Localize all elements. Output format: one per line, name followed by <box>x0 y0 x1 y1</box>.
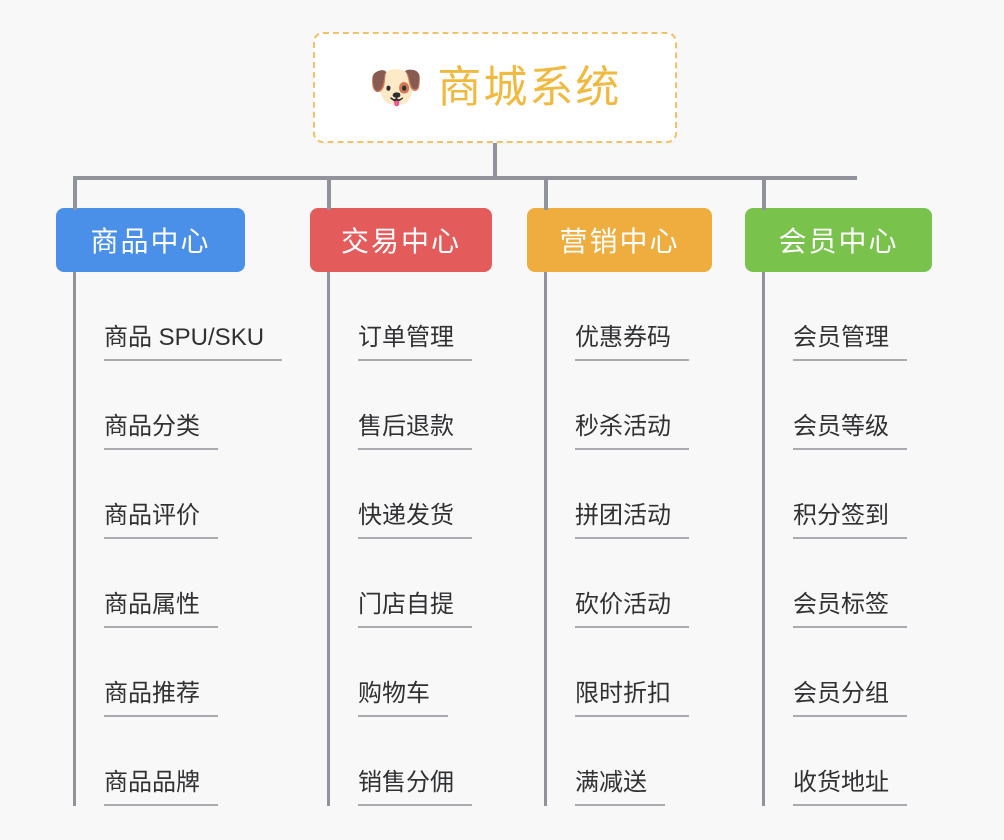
leaf-item[interactable]: 收货地址 <box>765 717 932 806</box>
leaf-item-label: 快递发货 <box>358 501 472 539</box>
branch-product-center: 商品中心商品 SPU/SKU 商品分类商品评价商品属性商品推荐商品品牌 <box>56 208 283 806</box>
leaf-item-label: 销售分佣 <box>358 768 472 806</box>
leaf-item[interactable]: 优惠券码 <box>547 272 712 361</box>
leaf-item[interactable]: 秒杀活动 <box>547 361 712 450</box>
leaf-item-label: 商品属性 <box>104 590 218 628</box>
leaf-item-label: 订单管理 <box>358 323 472 361</box>
leaf-item[interactable]: 商品评价 <box>76 450 245 539</box>
leaf-list-product-center: 商品 SPU/SKU 商品分类商品评价商品属性商品推荐商品品牌 <box>73 272 283 806</box>
leaf-item[interactable]: 商品推荐 <box>76 628 245 717</box>
leaf-item[interactable]: 商品 SPU/SKU <box>76 272 283 361</box>
leaf-item-label: 会员等级 <box>793 412 907 450</box>
leaf-item[interactable]: 拼团活动 <box>547 450 712 539</box>
leaf-item[interactable]: 会员标签 <box>765 539 932 628</box>
root-node[interactable]: 🐶 商城系统 <box>313 32 677 143</box>
leaf-item[interactable]: 限时折扣 <box>547 628 712 717</box>
connector-drop-member-center <box>762 176 766 210</box>
leaf-list-member-center: 会员管理会员等级积分签到会员标签会员分组收货地址 <box>762 272 932 806</box>
leaf-item[interactable]: 售后退款 <box>330 361 492 450</box>
leaf-item-label: 商品品牌 <box>104 768 218 806</box>
connector-drop-trade-center <box>327 176 331 210</box>
leaf-item-label: 积分签到 <box>793 501 907 539</box>
branch-header-marketing-center[interactable]: 营销中心 <box>527 208 712 272</box>
leaf-item[interactable]: 订单管理 <box>330 272 492 361</box>
leaf-item-label: 会员标签 <box>793 590 907 628</box>
leaf-item-label: 商品 SPU/SKU <box>104 323 283 361</box>
branch-header-member-center[interactable]: 会员中心 <box>745 208 932 272</box>
leaf-item-label: 秒杀活动 <box>575 412 689 450</box>
leaf-item[interactable]: 会员等级 <box>765 361 932 450</box>
leaf-item-label: 砍价活动 <box>575 590 689 628</box>
leaf-item[interactable]: 砍价活动 <box>547 539 712 628</box>
leaf-item-label: 满减送 <box>575 768 665 806</box>
branch-trade-center: 交易中心订单管理售后退款快递发货门店自提购物车销售分佣 <box>310 208 492 806</box>
connector-drop-product-center <box>73 176 77 210</box>
leaf-item-label: 限时折扣 <box>575 679 689 717</box>
leaf-item-label: 会员分组 <box>793 679 907 717</box>
leaf-item-label: 门店自提 <box>358 590 472 628</box>
branch-header-product-center[interactable]: 商品中心 <box>56 208 245 272</box>
leaf-item-label: 会员管理 <box>793 323 907 361</box>
leaf-item-label: 拼团活动 <box>575 501 689 539</box>
connector-horizontal-bus <box>73 176 857 180</box>
leaf-item[interactable]: 会员管理 <box>765 272 932 361</box>
branch-header-trade-center[interactable]: 交易中心 <box>310 208 492 272</box>
leaf-item[interactable]: 快递发货 <box>330 450 492 539</box>
leaf-item[interactable]: 购物车 <box>330 628 492 717</box>
connector-drop-marketing-center <box>544 176 548 210</box>
leaf-item-label: 商品推荐 <box>104 679 218 717</box>
leaf-item-label: 优惠券码 <box>575 323 689 361</box>
leaf-item[interactable]: 商品分类 <box>76 361 245 450</box>
leaf-list-marketing-center: 优惠券码秒杀活动拼团活动砍价活动限时折扣满减送 <box>544 272 712 806</box>
leaf-item[interactable]: 销售分佣 <box>330 717 492 806</box>
branch-member-center: 会员中心会员管理会员等级积分签到会员标签会员分组收货地址 <box>745 208 932 806</box>
leaf-item[interactable]: 会员分组 <box>765 628 932 717</box>
leaf-item[interactable]: 门店自提 <box>330 539 492 628</box>
root-title: 商城系统 <box>437 62 622 112</box>
branch-marketing-center: 营销中心优惠券码秒杀活动拼团活动砍价活动限时折扣满减送 <box>527 208 712 806</box>
leaf-item[interactable]: 商品品牌 <box>76 717 245 806</box>
leaf-item[interactable]: 积分签到 <box>765 450 932 539</box>
connector-root-stem <box>493 143 497 179</box>
leaf-item[interactable]: 商品属性 <box>76 539 245 628</box>
leaf-list-trade-center: 订单管理售后退款快递发货门店自提购物车销售分佣 <box>327 272 492 806</box>
leaf-item-label: 收货地址 <box>793 768 907 806</box>
leaf-item-label: 商品评价 <box>104 501 218 539</box>
leaf-item-label: 购物车 <box>358 679 448 717</box>
leaf-item-label: 商品分类 <box>104 412 218 450</box>
dog-face-icon: 🐶 <box>368 61 424 113</box>
leaf-item[interactable]: 满减送 <box>547 717 712 806</box>
leaf-item-label: 售后退款 <box>358 412 472 450</box>
